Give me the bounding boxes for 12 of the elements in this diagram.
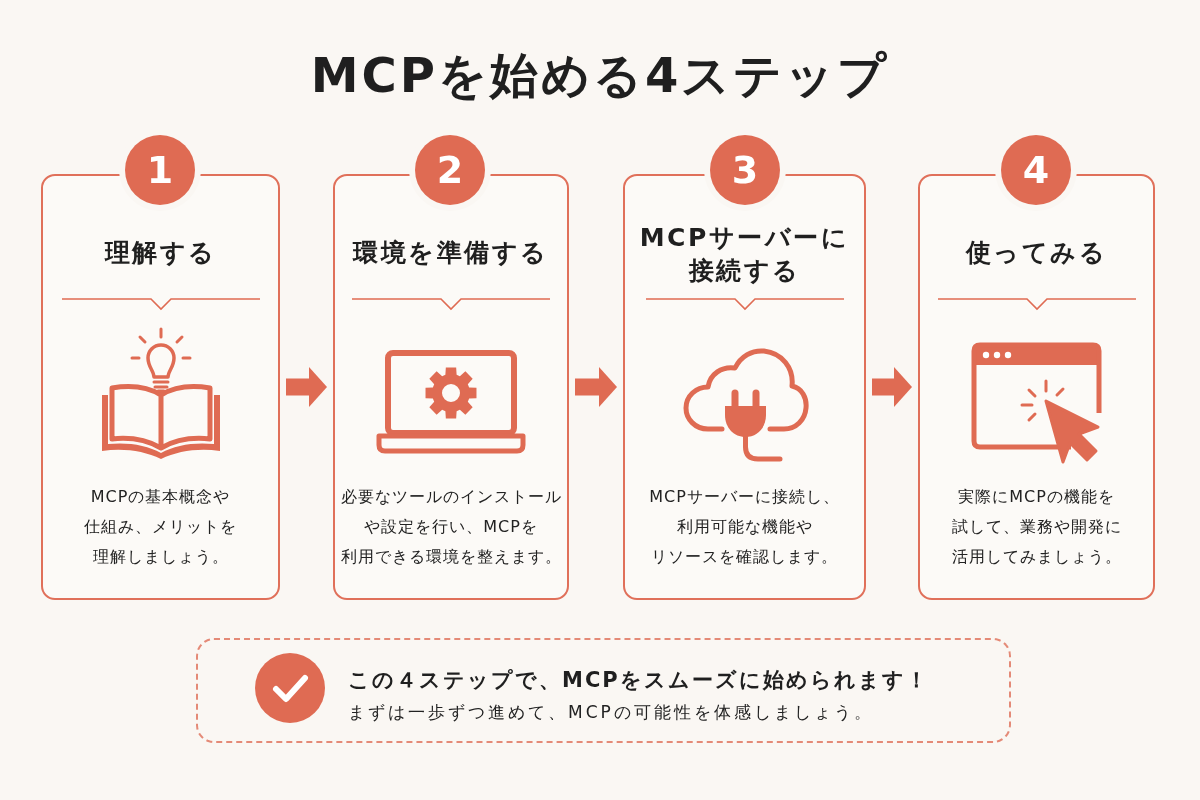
step-heading: 使ってみる [965, 236, 1108, 269]
summary-text: まずは一歩ずつ進めて、MCPの可能性を体感しましょう。 [348, 701, 874, 724]
step-heading: MCPサーバーに接続する [639, 222, 850, 287]
step-description: 必要なツールのインストールや設定を行い、MCPを利用できる環境を整えます。 [340, 486, 562, 568]
step-description: MCPサーバーに接続し、利用可能な機能やリソースを確認します。 [649, 486, 840, 568]
step-description: 実際にMCPの機能を試して、業務や開発に活用してみましょう。 [951, 486, 1122, 568]
step-heading: 理解する [104, 236, 217, 269]
step-description: MCPの基本概念や仕組み、メリットを理解しましょう。 [84, 486, 237, 568]
step-heading: 環境を準備する [353, 236, 549, 269]
summary-heading: この４ステップで、MCPをスムーズに始められます！ [348, 667, 929, 694]
summary-box [196, 638, 1011, 743]
title: MCPを始める4ステップ [310, 46, 890, 105]
